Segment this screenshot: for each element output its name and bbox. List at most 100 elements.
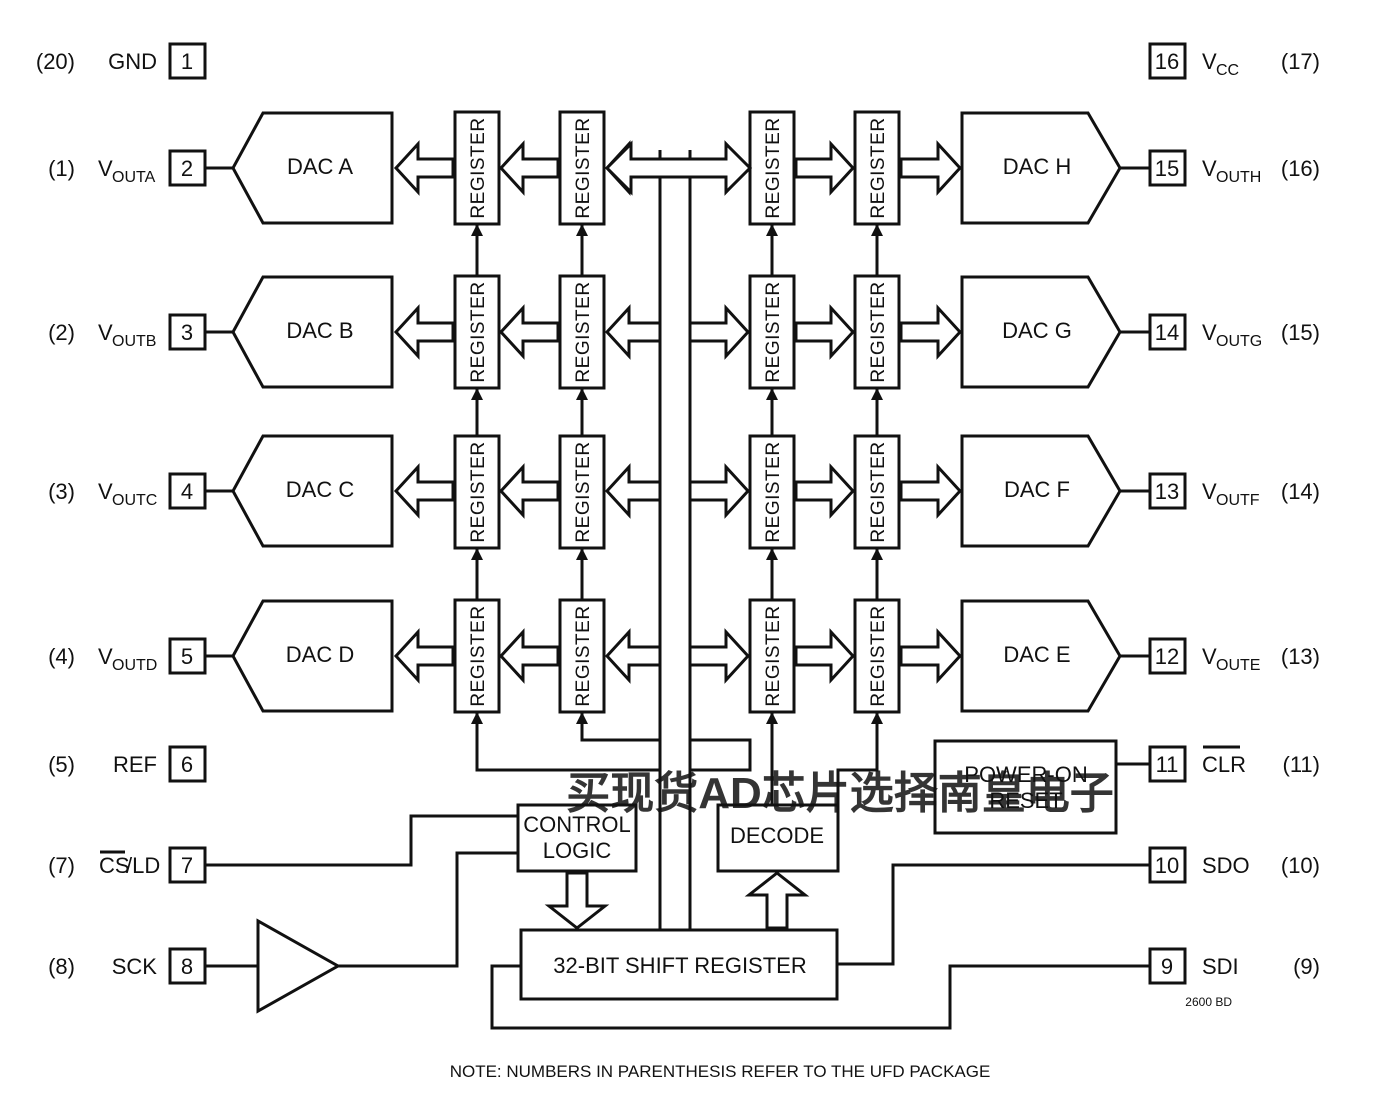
ufd-pin-number: (5) [48, 752, 75, 777]
load-arrowhead [576, 712, 588, 724]
pin-name-subscript: CC [1216, 62, 1239, 79]
data-arrow-reg-to-reg [498, 304, 560, 360]
wires [100, 150, 1240, 1030]
pin-box [168, 637, 207, 675]
pin-box [1148, 846, 1187, 884]
dac-g [960, 275, 1122, 389]
data-arrow-to-dac [393, 463, 455, 519]
pin-number: 13 [1155, 479, 1179, 504]
pin-box [168, 846, 207, 884]
load-arrowhead [471, 712, 483, 724]
pin-name: V [98, 644, 113, 669]
register-label: REGISTER [573, 605, 594, 706]
bus-cross-arrow [604, 140, 753, 196]
pin-name-subscript: OUTD [112, 657, 157, 674]
register-label: REGISTER [573, 441, 594, 542]
pin-name-subscript: OUTG [1216, 333, 1262, 350]
control-logic-label: LOGIC [543, 838, 612, 863]
data-arrow-bus-to-reg [688, 628, 751, 684]
schmitt-buffer [256, 918, 342, 1014]
pin-name: CLR [1202, 752, 1246, 777]
power-on-reset-block [933, 739, 1118, 835]
pin-number: 1 [181, 49, 193, 74]
decode-wire-col4 [836, 713, 879, 805]
pin-box [168, 745, 207, 783]
pin-number: 15 [1155, 156, 1179, 181]
pin-number: 6 [181, 752, 193, 777]
dac-e [960, 599, 1122, 713]
dac-label: DAC D [286, 642, 354, 667]
pin-name-subscript: OUTB [112, 333, 156, 350]
ufd-pin-number: (11) [1283, 752, 1321, 777]
ufd-pin-number: (15) [1281, 320, 1320, 345]
register-chain-arrowhead [471, 548, 483, 560]
pin-box [1148, 313, 1187, 351]
power-on-reset-label: RESET [989, 788, 1062, 813]
pin-name: V [1202, 49, 1217, 74]
dac-f [960, 434, 1122, 548]
register-box [453, 434, 501, 550]
pin-box [1148, 947, 1187, 985]
data-arrow-bus-to-reg [688, 304, 751, 360]
pin-name: V [98, 479, 113, 504]
register-box [748, 110, 796, 226]
ufd-pin-number: (20) [36, 49, 75, 74]
data-arrow-to-dac [393, 628, 455, 684]
pin-name: SDI [1202, 954, 1239, 979]
control-logic-label: CONTROL [523, 812, 631, 837]
pin-number: 14 [1155, 320, 1179, 345]
pin-number: 4 [181, 479, 193, 504]
cs-ld-wire [205, 814, 518, 867]
decode-arrowhead [871, 712, 883, 724]
data-arrow-to-dac [899, 628, 963, 684]
control-to-shift-arrow [544, 871, 610, 930]
register-box [558, 110, 606, 226]
register-label: REGISTER [868, 281, 889, 382]
pin-name-subscript: OUTH [1216, 169, 1261, 186]
data-arrow-to-dac [899, 463, 963, 519]
register-box [558, 598, 606, 714]
register-chain-arrowhead [471, 388, 483, 400]
register-label: REGISTER [763, 605, 784, 706]
data-arrow-bus-to-reg [604, 628, 662, 684]
pin-name: V [1202, 479, 1217, 504]
pin-name-subscript: OUTA [112, 169, 156, 186]
ufd-pin-number: (4) [48, 644, 75, 669]
data-arrow-reg-to-reg [498, 140, 560, 196]
pin-name: REF [113, 752, 157, 777]
pin-name: SCK [112, 954, 158, 979]
pin-name: GND [108, 49, 157, 74]
pin-box [168, 472, 207, 510]
register-label: REGISTER [763, 441, 784, 542]
pin-box [1148, 745, 1187, 783]
data-arrow-reg-to-reg [794, 628, 856, 684]
control-logic-block [516, 803, 638, 873]
register-box [748, 598, 796, 714]
pin-box [168, 313, 207, 351]
pin-box [1148, 472, 1187, 510]
dac-label: DAC E [1003, 642, 1070, 667]
ufd-pin-number: (13) [1281, 644, 1320, 669]
dac-c [231, 434, 394, 548]
decode-block [716, 803, 840, 873]
pin-number: 5 [181, 644, 193, 669]
pin-name: V [1202, 320, 1217, 345]
dac-a [231, 111, 394, 225]
data-arrow-reg-to-reg [794, 463, 856, 519]
dac-label: DAC B [286, 318, 353, 343]
pin-name: V [1202, 156, 1217, 181]
data-arrow-reg-to-reg [794, 140, 856, 196]
dac-label: DAC G [1002, 318, 1072, 343]
register-label: REGISTER [468, 441, 489, 542]
pin-number: 2 [181, 156, 193, 181]
ufd-pin-number: (1) [48, 156, 75, 181]
register-label: REGISTER [573, 117, 594, 218]
ufd-pin-number: (2) [48, 320, 75, 345]
register-chain-arrowhead [576, 224, 588, 236]
pin-number: 3 [181, 320, 193, 345]
register-label: REGISTER [468, 117, 489, 218]
dac-h [960, 111, 1122, 225]
dac-label: DAC H [1003, 154, 1071, 179]
